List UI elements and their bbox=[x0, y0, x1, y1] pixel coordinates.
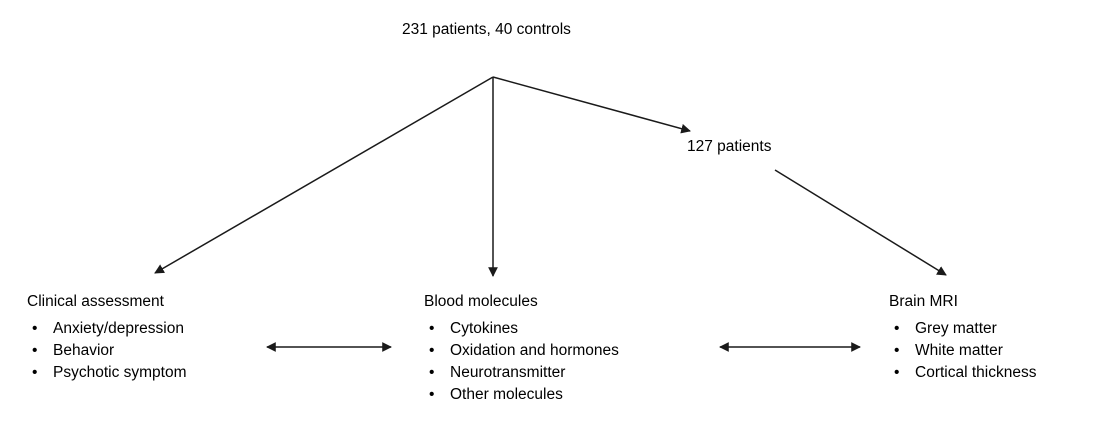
bullet-icon: • bbox=[894, 363, 900, 381]
list-item-label: Cortical thickness bbox=[915, 363, 1037, 381]
list-item-label: Psychotic symptom bbox=[53, 363, 187, 381]
list-item-label: Cytokines bbox=[450, 319, 519, 337]
list-item-label: Behavior bbox=[53, 341, 115, 359]
bullet-list-clinical: • Anxiety/depression • Behavior • Psycho… bbox=[27, 318, 187, 384]
bullet-icon: • bbox=[32, 319, 38, 337]
column-clinical-assessment: Clinical assessment • Anxiety/depression… bbox=[27, 294, 187, 384]
bullet-list-blood: • Cytokines • Oxidation and hormones • N… bbox=[424, 318, 619, 406]
column-brain-mri: Brain MRI • Grey matter • White matter •… bbox=[889, 294, 1036, 384]
bullet-icon: • bbox=[894, 341, 900, 359]
connector-subcohort-to-mri bbox=[774, 169, 947, 276]
bullet-icon: • bbox=[429, 319, 435, 337]
column-title-blood: Blood molecules bbox=[424, 293, 538, 310]
bullet-icon: • bbox=[429, 385, 435, 403]
list-item-label: Neurotransmitter bbox=[450, 363, 566, 381]
list-item: • Anxiety/depression bbox=[27, 318, 187, 340]
connector-root-to-clinical bbox=[154, 76, 494, 274]
list-item: • Psychotic symptom bbox=[27, 362, 187, 384]
column-blood-molecules: Blood molecules • Cytokines • Oxidation … bbox=[424, 294, 619, 406]
bullet-icon: • bbox=[894, 319, 900, 337]
list-item: • Cytokines bbox=[424, 318, 619, 340]
list-item: • Other molecules bbox=[424, 384, 619, 406]
bullet-list-mri: • Grey matter • White matter • Cortical … bbox=[889, 318, 1036, 384]
list-item-label: Oxidation and hormones bbox=[450, 341, 619, 359]
column-title-clinical: Clinical assessment bbox=[27, 293, 164, 310]
list-item: • Cortical thickness bbox=[889, 362, 1036, 384]
list-item: • White matter bbox=[889, 340, 1036, 362]
bullet-icon: • bbox=[32, 363, 38, 381]
bullet-icon: • bbox=[32, 341, 38, 359]
list-item-label: Other molecules bbox=[450, 385, 563, 403]
list-item: • Behavior bbox=[27, 340, 187, 362]
bullet-icon: • bbox=[429, 363, 435, 381]
list-item-label: Grey matter bbox=[915, 319, 997, 337]
bullet-icon: • bbox=[429, 341, 435, 359]
connector-root-to-subcohort bbox=[492, 76, 691, 134]
column-title-mri: Brain MRI bbox=[889, 293, 958, 310]
list-item: • Grey matter bbox=[889, 318, 1036, 340]
list-item-label: Anxiety/depression bbox=[53, 319, 184, 337]
root-cohort-label: 231 patients, 40 controls bbox=[402, 21, 571, 38]
list-item-label: White matter bbox=[915, 341, 1003, 359]
subcohort-label: 127 patients bbox=[687, 138, 772, 155]
list-item: • Oxidation and hormones bbox=[424, 340, 619, 362]
list-item: • Neurotransmitter bbox=[424, 362, 619, 384]
